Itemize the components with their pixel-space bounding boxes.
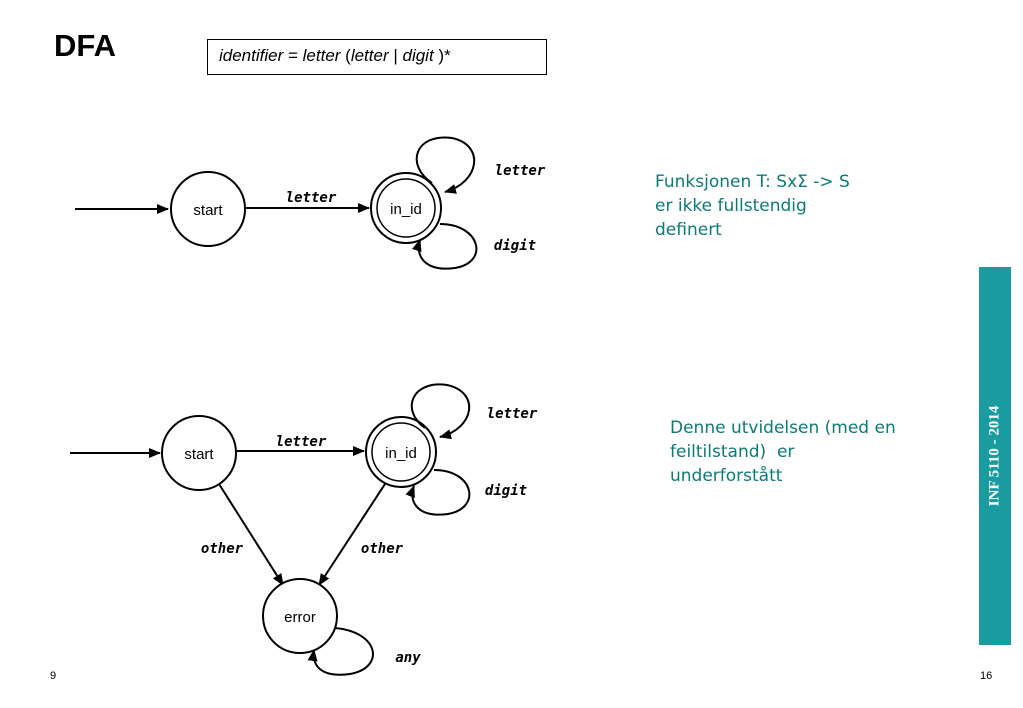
- loop-digit-2-label: digit: [485, 483, 527, 499]
- state-in-id-label: in_id: [390, 201, 422, 218]
- edge-start-to-error-label: other: [201, 541, 244, 557]
- state-in-id-2-inner: [371, 422, 431, 482]
- dfa-diagram-top: start letter in_id letter digit: [75, 136, 546, 270]
- edge-in-id-to-error-label: other: [361, 541, 404, 557]
- state-start-2-label: start: [184, 446, 214, 463]
- edge-label-letter: letter: [286, 190, 337, 206]
- regex-definition-box: identifier = letter (letter | digit )*: [207, 39, 547, 75]
- formula-letter-1: letter: [302, 46, 341, 65]
- footer-left-text: 9: [50, 670, 57, 682]
- note1-line-1: Funksjonen T: SxΣ -> S: [655, 172, 850, 192]
- loop-letter: [415, 136, 476, 194]
- loop-digit: [411, 223, 478, 270]
- dfa-diagram-bottom: start letter in_id letter digit other ot…: [70, 383, 538, 676]
- note2-line-3: underforstått: [670, 466, 783, 486]
- loop-digit-label: digit: [494, 238, 536, 254]
- note-transition-function: Funksjonen T: SxΣ -> S er ikke fullstend…: [655, 170, 850, 242]
- state-error: [262, 578, 338, 654]
- course-label: INF 5110 - 2014: [986, 405, 1003, 507]
- loop-letter-2-label: letter: [487, 406, 538, 422]
- formula-identifier: identifier: [219, 46, 284, 65]
- page-number: 16: [980, 670, 993, 682]
- state-start: [170, 171, 246, 247]
- note-error-state: Denne utvidelsen (med en feiltilstand) e…: [670, 416, 896, 488]
- formula-close: )*: [433, 46, 451, 65]
- note1-line-2: er ikke fullstendig: [655, 196, 807, 216]
- loop-digit-2: [405, 469, 471, 516]
- state-in-id-2-label: in_id: [385, 445, 417, 462]
- edge-label-letter-2: letter: [276, 434, 327, 450]
- slide-title: DFA: [54, 28, 116, 63]
- state-error-label: error: [284, 609, 316, 626]
- note1-line-3: definert: [655, 220, 722, 240]
- loop-any-label: any: [395, 650, 421, 666]
- state-in-id-outer: [370, 172, 442, 244]
- edge-start-to-error: [218, 483, 284, 586]
- note2-line-2: feiltilstand) er: [670, 442, 795, 462]
- state-start-2: [161, 415, 237, 491]
- formula-digit: digit: [402, 46, 434, 65]
- formula-equals: =: [283, 46, 303, 65]
- loop-letter-label: letter: [495, 163, 546, 179]
- formula-open-paren: (: [340, 46, 351, 65]
- course-sidebar-banner: INF 5110 - 2014: [979, 267, 1011, 645]
- loop-letter-2: [410, 383, 471, 440]
- loop-any: [307, 627, 374, 676]
- formula-pipe: |: [388, 46, 403, 65]
- state-in-id-inner: [376, 178, 436, 238]
- formula-letter-2: letter: [350, 46, 389, 65]
- edge-in-id-to-error: [318, 483, 386, 586]
- state-in-id-2-outer: [365, 416, 437, 488]
- state-start-label: start: [193, 202, 223, 219]
- note2-line-1: Denne utvidelsen (med en: [670, 418, 896, 438]
